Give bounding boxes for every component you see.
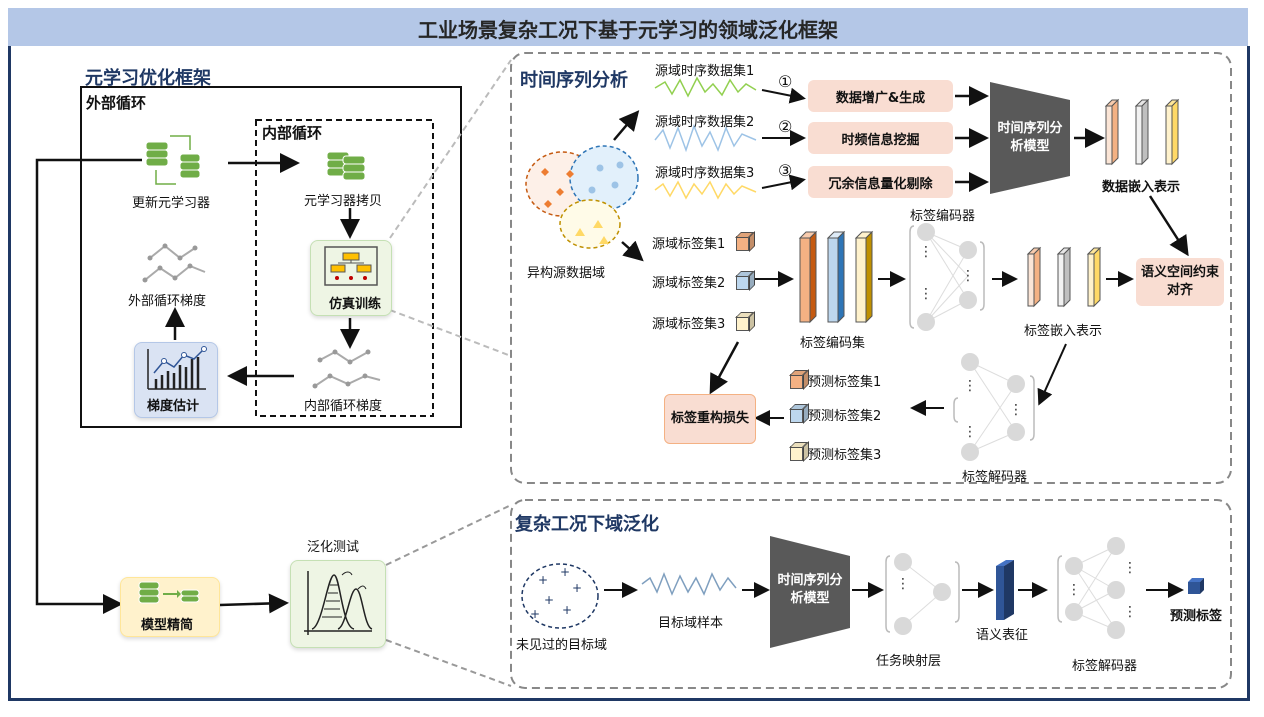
cube-yellow-icon: [736, 316, 749, 331]
svg-text:+: +: [572, 581, 582, 595]
label-embedding-bars: [1026, 246, 1102, 308]
inner-gradient-label: 内部循环梯度: [304, 399, 383, 414]
page-title: 工业场景复杂工况下基于元学习的领域泛化框架: [418, 18, 838, 42]
label-set-1: 源域标签集1: [652, 237, 726, 252]
semantic-align-box[interactable]: 语义空间约束对齐: [1136, 258, 1224, 306]
gen-test-box[interactable]: [290, 560, 386, 648]
step-2: ②: [778, 117, 793, 136]
database-icon: [145, 135, 201, 185]
outer-frame: [8, 46, 1250, 701]
source-ts-2: 源域时序数据集2: [655, 115, 755, 130]
svg-text:+: +: [538, 573, 548, 587]
label-encoded-set-label: 标签编码集: [800, 336, 866, 351]
outer-loop-label: 外部循环: [86, 94, 147, 112]
svg-text:⋮: ⋮: [896, 576, 910, 592]
meta-section-title: 元学习优化框架: [85, 68, 211, 89]
model-prune-label: 模型精简: [141, 618, 194, 633]
svg-text:⋮: ⋮: [1123, 604, 1137, 620]
label-encoded-bars: [798, 230, 874, 324]
label-set-3: 源域标签集3: [652, 317, 726, 332]
gen-section-title: 复杂工况下域泛化: [515, 514, 659, 535]
pred-cube-orange-icon: [790, 374, 803, 389]
svg-text:+: +: [562, 603, 572, 617]
outer-gradient-label: 外部循环梯度: [128, 294, 207, 309]
augment-box[interactable]: 数据增广&生成: [808, 80, 953, 112]
semantic-rep-label: 语义表征: [976, 628, 1029, 643]
flowchart-icon: [324, 246, 378, 286]
source-ts-3: 源域时序数据集3: [655, 166, 755, 181]
svg-text:⋮: ⋮: [1009, 402, 1023, 418]
pred-cube-yellow-icon: [790, 446, 803, 461]
unseen-domain-label: 未见过的目标域: [516, 638, 608, 653]
label-embedding-label: 标签嵌入表示: [1024, 324, 1103, 339]
svg-text:+: +: [530, 607, 540, 621]
sim-training-label: 仿真训练: [329, 297, 382, 312]
heterogeneous-label: 异构源数据域: [527, 266, 606, 281]
source-ts-1: 源域时序数据集1: [655, 64, 755, 79]
timefreq-box[interactable]: 时频信息挖掘: [808, 122, 953, 154]
task-map-label: 任务映射层: [876, 654, 942, 669]
step-1: ①: [778, 72, 793, 91]
ts-model-label: 时间序列分析模型: [997, 121, 1063, 154]
svg-text:⋮: ⋮: [919, 244, 933, 260]
gradient-estimate-label: 梯度估计: [147, 399, 200, 414]
svg-text:⋮: ⋮: [963, 424, 977, 440]
model-prune-box[interactable]: 模型精简: [120, 577, 220, 637]
title-bar: [8, 8, 1248, 46]
pred-cube-blue-icon: [790, 408, 803, 423]
gen-model-label: 时间序列分析模型: [777, 573, 843, 606]
target-sample-label: 目标域样本: [658, 616, 724, 631]
svg-text:+: +: [544, 593, 554, 607]
svg-text:⋮: ⋮: [919, 286, 933, 302]
pred-label-label: 预测标签: [1170, 609, 1223, 624]
update-learner-label: 更新元学习器: [132, 196, 211, 211]
distribution-icon: [304, 571, 373, 635]
cube-blue-icon: [736, 275, 749, 290]
svg-text:+: +: [560, 565, 570, 579]
pred-set-2: 预测标签集2: [808, 409, 882, 424]
ts-section-title: 时间序列分析: [520, 70, 628, 91]
svg-text:⋮: ⋮: [961, 268, 975, 284]
database-copy-icon: [326, 151, 366, 181]
learner-copy-label: 元学习器拷贝: [304, 194, 383, 209]
cube-orange-icon: [736, 236, 749, 251]
data-embedding-bars: [1104, 98, 1180, 166]
prune-icon: [138, 581, 200, 604]
bar-chart-icon: [147, 346, 207, 390]
label-encoder-label: 标签编码器: [910, 209, 976, 224]
pred-set-1: 预测标签集1: [808, 375, 882, 390]
step-3: ③: [778, 161, 793, 180]
label-decoder-label: 标签解码器: [962, 470, 1028, 485]
inner-loop-label: 内部循环: [262, 124, 323, 142]
gen-label-decoder-label: 标签解码器: [1072, 659, 1138, 674]
pred-set-3: 预测标签集3: [808, 448, 882, 463]
data-embedding-label: 数据嵌入表示: [1102, 180, 1181, 195]
redundancy-box[interactable]: 冗余信息量化剔除: [808, 166, 953, 198]
recon-loss-box[interactable]: 标签重构损失: [664, 394, 756, 444]
sim-training-box[interactable]: 仿真训练: [310, 240, 392, 316]
svg-text:⋮: ⋮: [1067, 582, 1081, 598]
gen-test-label: 泛化测试: [307, 540, 360, 555]
label-set-2: 源域标签集2: [652, 276, 726, 291]
gradient-estimate-box[interactable]: 梯度估计: [134, 342, 218, 418]
svg-text:⋮: ⋮: [963, 378, 977, 394]
svg-text:⋮: ⋮: [1123, 560, 1137, 576]
